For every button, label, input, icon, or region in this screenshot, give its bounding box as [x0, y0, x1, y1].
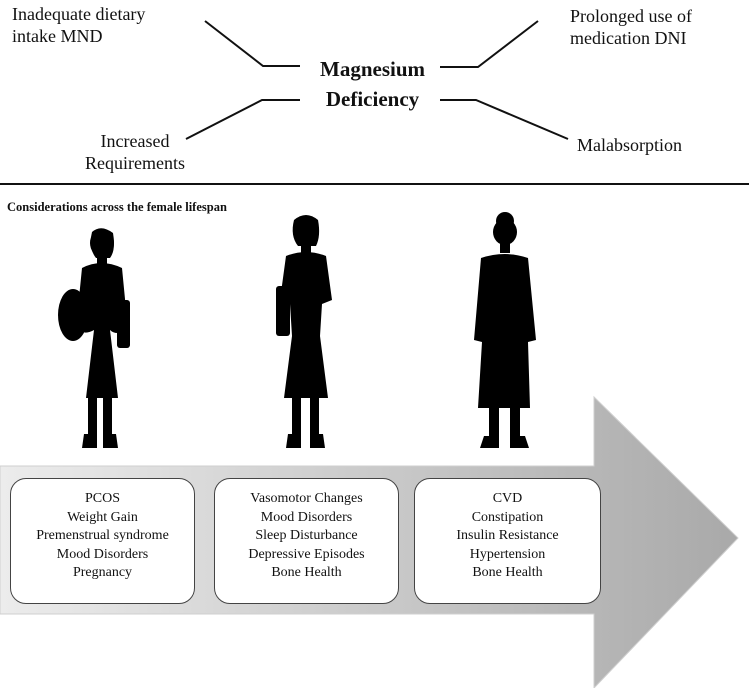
stage-box-young: PCOS Weight Gain Premenstrual syndrome M… — [10, 478, 195, 604]
stage-item: Insulin Resistance — [456, 528, 559, 543]
cause-bottom-left-line-2: Requirements — [85, 153, 185, 173]
center-title: Magnesium Deficiency — [300, 54, 445, 114]
stage-item: PCOS — [84, 491, 121, 506]
cause-bottom-right-line-1: Malabsorption — [577, 135, 682, 155]
cause-top-left-line-2: intake MND — [12, 26, 103, 46]
stage-box-older: CVD Constipation Insulin Resistance Hype… — [414, 478, 601, 604]
young-woman-silhouette — [58, 228, 130, 448]
stage-item: Sleep Disturbance — [255, 528, 358, 543]
section-title: Considerations across the female lifespa… — [7, 200, 227, 214]
stage-item: Pregnancy — [72, 565, 133, 580]
stage-box-middle: Vasomotor Changes Mood Disorders Sleep D… — [214, 478, 399, 604]
connector-bottom-left — [185, 99, 300, 140]
connector-top-left — [204, 20, 300, 67]
cause-top-left: Inadequate dietary intake MND — [12, 3, 145, 47]
center-title-line-2: Deficiency — [325, 87, 420, 111]
stage-item: Hypertension — [469, 546, 546, 562]
stage-item: Depressive Episodes — [248, 546, 365, 562]
stage-item: Bone Health — [472, 565, 543, 580]
cause-bottom-left: Increased Requirements — [84, 130, 186, 174]
stage-item: Mood Disorders — [56, 546, 149, 562]
cause-top-right-line-1: Prolonged use of — [570, 6, 692, 26]
cause-bottom-left-line-1: Increased — [100, 131, 170, 151]
cause-top-right: Prolonged use of medication DNI — [570, 5, 692, 49]
cause-top-left-line-1: Inadequate dietary — [12, 4, 146, 24]
connector-bottom-right — [440, 99, 569, 140]
middle-aged-woman-silhouette — [276, 215, 332, 448]
older-woman-silhouette — [474, 212, 536, 448]
stage-item: Bone Health — [271, 565, 342, 580]
stage-item: Weight Gain — [67, 509, 138, 525]
cause-bottom-right: Malabsorption — [577, 134, 682, 156]
connector-top-right — [440, 20, 539, 68]
stage-item: Premenstrual syndrome — [36, 528, 169, 543]
stage-item: Vasomotor Changes — [250, 491, 363, 506]
center-title-line-1: Magnesium — [320, 57, 425, 81]
stage-item: CVD — [492, 491, 523, 506]
stage-item: Mood Disorders — [260, 509, 353, 525]
stage-item: Constipation — [471, 509, 544, 525]
cause-top-right-line-2: medication DNI — [570, 28, 687, 48]
